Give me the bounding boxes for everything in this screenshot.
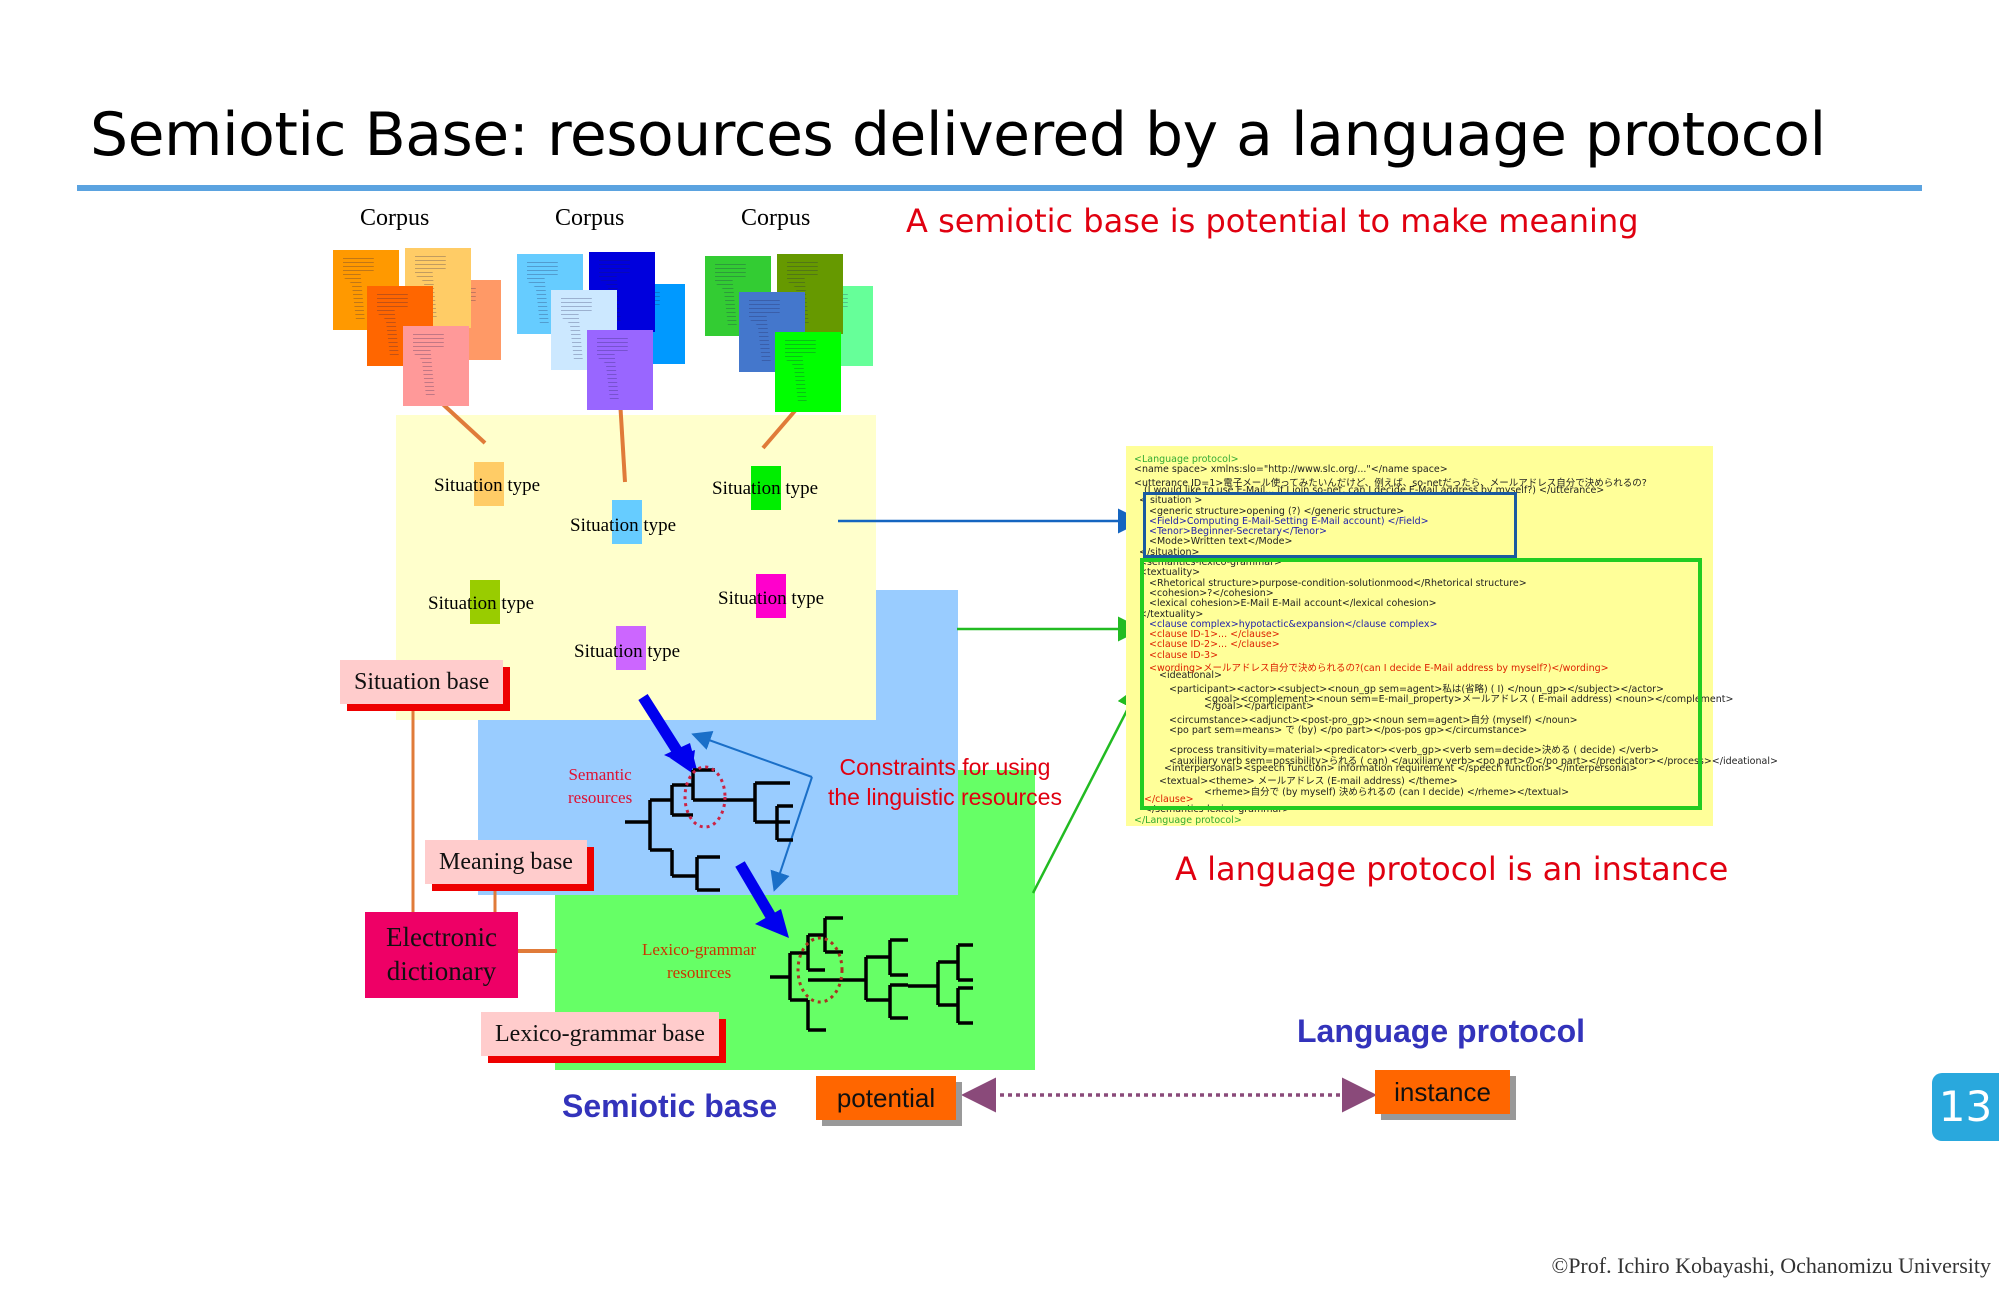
electronic-dictionary-line2: dictionary — [386, 956, 497, 986]
protocol-code-line: <interpersonal><speech function> informa… — [1164, 763, 1638, 774]
protocol-code-line: <name space> xmlns:slo="http://www.slc.o… — [1134, 464, 1448, 476]
protocol-code-line: (I would like to use E-Mail... if I join… — [1144, 484, 1605, 496]
lexico-to-protocol-arrow — [1031, 684, 1141, 894]
protocol-code-line: <Mode>Written text</Mode> — [1149, 536, 1293, 548]
situation-type-label: Situation type — [574, 641, 681, 662]
situation-type-label: Situation type — [570, 515, 677, 536]
page-number-badge: 13 — [1932, 1073, 1999, 1141]
corpus-label-1: Corpus — [360, 205, 430, 231]
situation-type-marker — [751, 466, 781, 510]
situation-type-marker — [474, 462, 504, 506]
protocol-code-line: <participant><actor><subject><noun_gp se… — [1169, 683, 1664, 695]
electronic-dictionary-line1: Electronic — [386, 922, 497, 952]
situation-type-label: Situation type — [434, 475, 541, 496]
lexico-resources-label: Lexico-grammar resources — [642, 938, 756, 984]
corpus-document-page — [367, 286, 433, 366]
protocol-code-line: <clause complex>hypotactic&expansion</cl… — [1149, 618, 1438, 630]
potential-box: potential — [816, 1076, 956, 1120]
arrowhead-1 — [664, 743, 697, 770]
protocol-code-line: </textuality> — [1139, 608, 1204, 620]
semantic-resources-label: Semantic resources — [568, 763, 632, 809]
semantic-resources-line2: resources — [568, 788, 633, 807]
situation-type-label: Situation type — [428, 593, 535, 614]
constraints-line1: Constraints for using — [839, 754, 1051, 780]
situation-type-label: Situation type — [712, 478, 819, 499]
title-rule — [77, 185, 1922, 191]
copyright-footer: ©Prof. Ichiro Kobayashi, Ochanomizu Univ… — [1551, 1253, 1991, 1278]
corpus-document-page — [775, 332, 841, 412]
protocol-code-line: <auxiliary verb sem=possibility>られる ( ca… — [1169, 755, 1778, 767]
constraints-note: Constraints for using the linguistic res… — [828, 752, 1062, 812]
protocol-instance-note: A language protocol is an instance — [1175, 850, 1729, 888]
protocol-code-line: <semantics-lexico-grammar> — [1139, 557, 1282, 568]
situation-type-marker — [612, 500, 642, 544]
constraint-arrow-down — [770, 776, 813, 892]
situation-highlight-box — [1143, 492, 1517, 558]
protocol-code-line: <Language protocol> — [1134, 454, 1239, 465]
semantics-highlight-box — [1140, 558, 1702, 810]
semantic-highlight-ellipse — [683, 765, 727, 829]
protocol-code-line: <ideational> — [1159, 670, 1222, 682]
semiotic-base-note: A semiotic base is potential to make mea… — [906, 202, 1639, 240]
lexico-grammar-base-label: Lexico-grammar base — [481, 1012, 719, 1056]
corpus-link-3 — [761, 403, 802, 450]
semantic-to-lexico-arrow — [735, 861, 781, 928]
protocol-code-line: <Field>Computing E-Mail-Setting E-Mail a… — [1149, 515, 1429, 527]
semantic-tree — [625, 768, 793, 892]
protocol-code-line: </clause> — [1144, 793, 1194, 805]
protocol-code-line: <textual><theme> メールアドレス (E-mail address… — [1159, 776, 1458, 788]
protocol-code-line: <lexical cohesion>E-Mail E-Mail account<… — [1149, 598, 1437, 610]
instance-box: instance — [1375, 1070, 1510, 1114]
arrowhead-2 — [755, 909, 789, 938]
protocol-code-line: <process transitivity=material><predicat… — [1169, 745, 1659, 757]
protocol-code-line: <rheme>自分で (by myself) 決められるの (can I dec… — [1204, 786, 1570, 798]
corpus-label-3: Corpus — [741, 205, 811, 231]
lexico-highlight-ellipse — [796, 936, 844, 1004]
corpus-document-page — [403, 326, 469, 406]
document-text-lines — [785, 340, 816, 404]
situation-base-label: Situation base — [340, 660, 504, 704]
situation-type-label: Situation type — [718, 588, 825, 609]
protocol-code-line: < situation > — [1139, 495, 1203, 507]
protocol-code-line: <Tenor>Beginner-Secretary</Tenor> — [1149, 526, 1327, 538]
situation-type-marker — [616, 626, 646, 670]
lexico-grammar-tree — [770, 916, 973, 1032]
lexico-resources-line2: resources — [667, 963, 732, 982]
protocol-code-line: <goal><complement><noun sem=E-mail_prope… — [1204, 693, 1734, 705]
situation-type-marker — [756, 574, 786, 618]
protocol-code-line: </goal></participant> — [1204, 701, 1315, 713]
protocol-code-line: <utterance ID=1>電子メール使ってみたいんだけど、例えば、so-n… — [1134, 477, 1647, 489]
protocol-code-line: <cohesion>?</cohesion> — [1149, 587, 1274, 599]
protocol-code-line: </situation> — [1139, 546, 1200, 558]
lexico-resources-line1: Lexico-grammar — [642, 940, 757, 959]
constraint-arrow-up — [691, 730, 813, 778]
corpus-label-2: Corpus — [555, 205, 625, 231]
semiotic-base-heading: Semiotic base — [562, 1088, 778, 1124]
electronic-dictionary-box: Electronic dictionary — [365, 912, 518, 998]
meaning-base-label: Meaning base — [425, 840, 587, 884]
situation-type-marker — [470, 580, 500, 624]
protocol-code-line: <circumstance><adjunct><post-pro_gp><nou… — [1169, 714, 1578, 726]
protocol-code-line: <clause ID-2>... </clause> — [1149, 639, 1280, 651]
document-text-lines — [597, 338, 628, 402]
protocol-code-line: <wording>メールアドレス自分で決められるの?(can I decide … — [1149, 663, 1609, 674]
corpus-document-page — [587, 330, 653, 410]
protocol-code-line: <clause ID-3> — [1149, 649, 1219, 661]
protocol-code-line: </Language protocol> — [1134, 814, 1242, 826]
protocol-code-line: <textuality> — [1139, 567, 1201, 579]
document-text-lines — [413, 334, 444, 398]
slide-title: Semiotic Base: resources delivered by a … — [90, 100, 1826, 170]
protocol-code-line: <clause ID-1>... </clause> — [1149, 629, 1280, 641]
language-protocol-panel: <Language protocol><name space> xmlns:sl… — [1126, 446, 1778, 826]
semantic-resources-line1: Semantic — [568, 765, 632, 784]
protocol-code-line: <Rhetorical structure>purpose-condition-… — [1149, 577, 1527, 589]
protocol-code-line: <generic structure>opening (?) </generic… — [1149, 505, 1405, 517]
protocol-code-line: <po part sem=means> で (by) </po part></p… — [1169, 724, 1528, 736]
corpus-link-2 — [618, 399, 627, 483]
language-protocol-heading: Language protocol — [1297, 1013, 1585, 1049]
constraints-line2: the linguistic resources — [828, 784, 1062, 810]
